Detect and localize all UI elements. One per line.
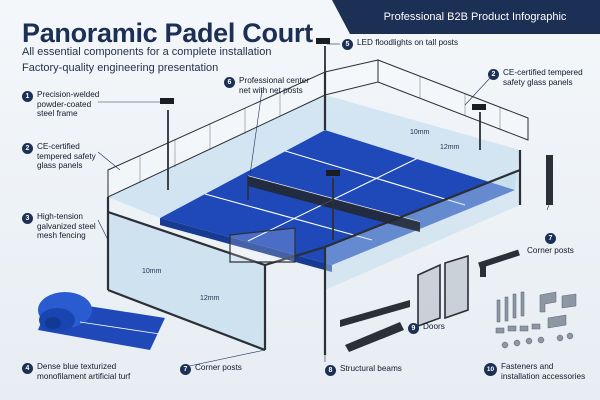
callout-doors: 9 Doors <box>408 322 445 334</box>
ribbon-text: Professional B2B Product Infographic <box>383 11 567 23</box>
structural-beam-parts <box>340 300 410 352</box>
callout-corner-posts-bottom: 7 Corner posts <box>180 363 242 375</box>
callout-text: Corner posts <box>195 363 242 372</box>
corner-post-parts <box>478 155 553 277</box>
callout-text: Dense blue texturized <box>37 362 117 371</box>
callout-structural-beams: 8 Structural beams <box>325 364 402 376</box>
dim-12-front: 12mm <box>200 295 220 302</box>
callout-text: Structural beams <box>340 364 402 373</box>
fastener-parts <box>495 291 577 349</box>
callout-text: glass panels <box>37 161 83 171</box>
callout-text: galvanized steel <box>37 221 96 231</box>
callout-text: monofilament artificial turf <box>37 371 131 381</box>
subtitle-line-1: All essential components for a complete … <box>22 46 272 58</box>
leader-lines <box>97 43 550 369</box>
center-net <box>248 176 420 232</box>
turf-roll <box>38 292 165 350</box>
page-title: Panoramic Padel Court <box>22 18 313 48</box>
callout-text: CE-certified tempered <box>503 68 583 77</box>
callout-text: High-tension <box>37 212 83 221</box>
back-glass-left <box>108 95 325 218</box>
callout-text: safety glass panels <box>503 77 573 87</box>
callout-text: installation accessories <box>501 371 586 381</box>
callout-number: 6 <box>224 77 235 88</box>
callout-text: Precision-welded <box>37 90 100 99</box>
callout-text: Fasteners and <box>501 362 554 371</box>
callout-text: Professional center <box>239 76 310 85</box>
callout-text: net with net posts <box>239 85 303 95</box>
door-panels <box>417 254 469 328</box>
light-posts <box>167 46 481 240</box>
callout-number: 8 <box>325 365 336 376</box>
callout-number: 2 <box>22 143 33 154</box>
callout-text: CE-certified <box>37 142 80 151</box>
callout-number: 9 <box>408 323 419 334</box>
callout-number: 2 <box>488 69 499 80</box>
callout-text: Doors <box>423 322 445 331</box>
callout-text: Corner posts <box>527 246 574 255</box>
callout-number: 7 <box>180 364 191 375</box>
led-floodlights <box>160 38 486 176</box>
back-glass-right <box>325 95 520 190</box>
callout-led-floodlights: 5 LED floodlights on tall posts <box>342 38 458 50</box>
callout-number: 3 <box>22 213 33 224</box>
callout-number: 10 <box>484 363 497 376</box>
callout-number: 4 <box>22 363 33 374</box>
callout-text: mesh fencing <box>37 231 86 241</box>
callout-text: powder-coated <box>37 99 92 109</box>
ribbon-banner: Professional B2B Product Infographic <box>332 0 600 34</box>
callout-text: LED floodlights on tall posts <box>357 38 459 47</box>
dim-10-front: 10mm <box>142 268 162 275</box>
callout-text: tempered safety <box>37 151 96 161</box>
callout-text: steel frame <box>37 109 78 119</box>
front-mesh-panel <box>229 227 296 263</box>
front-glass-left <box>108 212 265 350</box>
dim-12-back: 12mm <box>440 144 460 151</box>
callout-number: 7 <box>544 233 556 244</box>
dim-10-back: 10mm <box>410 129 430 136</box>
subtitle-line-2: Factory-quality engineering presentation <box>22 62 219 74</box>
callout-corner-posts-right: 7 Corner posts <box>527 232 574 256</box>
callout-number: 5 <box>342 39 353 50</box>
front-glass-right <box>325 170 520 290</box>
callout-number: 1 <box>22 91 33 102</box>
